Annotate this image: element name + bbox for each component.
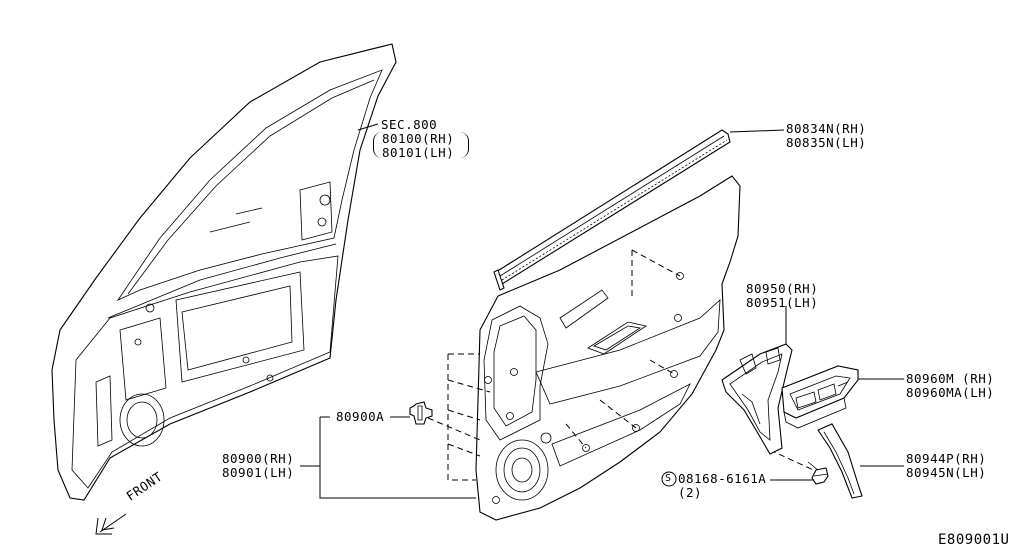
mounting-guides <box>427 249 823 481</box>
label-80945n: 80945N(LH) <box>906 465 987 480</box>
label-80950: 80950(RH) <box>746 281 819 296</box>
front-arrow <box>95 513 127 535</box>
label-80901: 80901(LH) <box>222 465 295 480</box>
label-80900: 80900(RH) <box>222 451 295 466</box>
screw-08168-6161a <box>807 461 829 485</box>
label-screw-number: 08168-6161A <box>678 471 767 486</box>
label-screw-symbol: S <box>665 473 672 484</box>
label-80835n: 80835N(LH) <box>786 135 867 150</box>
weatherstrip-80834n <box>493 129 731 291</box>
switch-finisher-80950 <box>721 343 793 455</box>
label-80944p: 80944P(RH) <box>906 451 987 466</box>
label-80960ma: 80960MA(LH) <box>906 385 995 400</box>
label-80960m: 80960M (RH) <box>906 371 995 386</box>
label-sec800: SEC.800 <box>381 117 438 132</box>
bracket-left <box>373 132 382 158</box>
screw-symbol-circle <box>661 471 677 487</box>
label-screw-qty: (2) <box>678 485 703 500</box>
label-80100: 80100(RH) <box>382 131 455 146</box>
door-shell-80100 <box>51 43 397 501</box>
bracket-right <box>460 132 469 158</box>
cover-80944p <box>817 423 863 499</box>
label-80834n: 80834N(RH) <box>786 121 867 136</box>
clip-80900a <box>409 401 433 425</box>
label-80101: 80101(LH) <box>382 145 455 160</box>
diagram-code: E809001U <box>938 532 1010 548</box>
door-trim-panel-80900 <box>475 175 741 521</box>
leader-lines <box>300 123 904 499</box>
label-80900a: 80900A <box>336 409 385 424</box>
label-80951: 80951(LH) <box>746 295 819 310</box>
power-window-switch-80960m <box>781 365 859 429</box>
